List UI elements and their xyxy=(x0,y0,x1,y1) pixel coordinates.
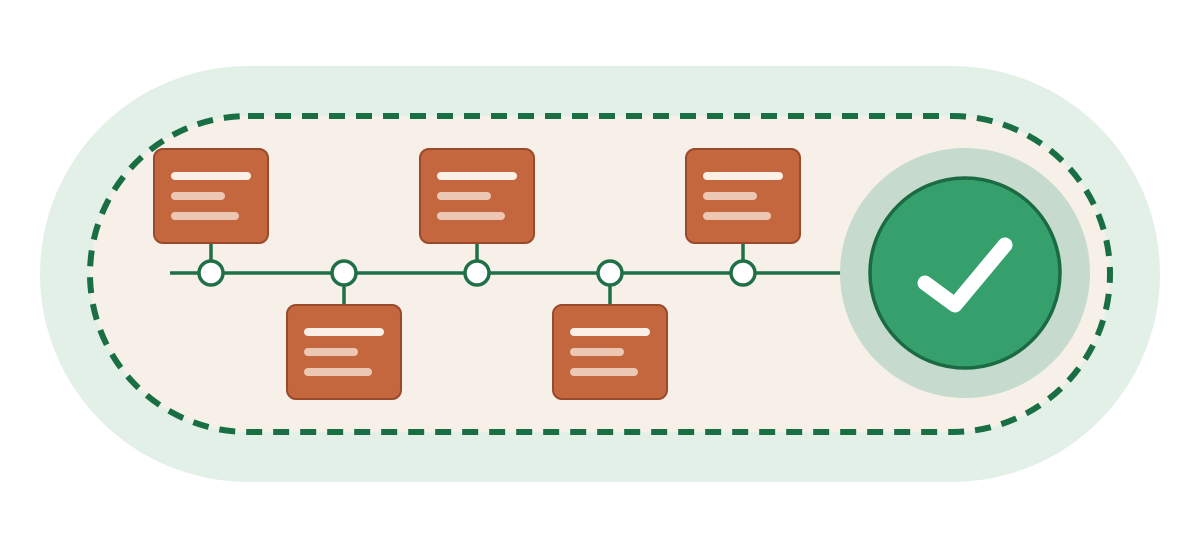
document-card-icon xyxy=(552,304,668,400)
timeline-node-icon xyxy=(463,259,491,287)
completion-badge xyxy=(840,148,1090,398)
timeline-node-icon xyxy=(197,259,225,287)
timeline-steps xyxy=(153,148,801,400)
document-card-icon xyxy=(685,148,801,244)
dashed-boundary xyxy=(87,113,1113,435)
document-card-icon xyxy=(286,304,402,400)
card-text-line xyxy=(437,192,491,200)
card-text-line xyxy=(437,172,517,180)
timeline-step xyxy=(286,259,402,400)
card-text-line xyxy=(304,348,358,356)
timeline-step xyxy=(552,259,668,400)
card-text-line xyxy=(171,172,251,180)
checkmark-icon xyxy=(917,237,1013,313)
document-card-icon xyxy=(153,148,269,244)
card-text-line xyxy=(304,328,384,336)
timeline-step xyxy=(153,148,269,287)
document-card-icon xyxy=(419,148,535,244)
card-text-line xyxy=(171,192,225,200)
card-text-line xyxy=(570,348,624,356)
completion-circle xyxy=(868,176,1062,370)
timeline-step xyxy=(685,148,801,287)
timeline-node-icon xyxy=(330,259,358,287)
card-text-line xyxy=(304,368,372,376)
timeline-step xyxy=(419,148,535,287)
timeline-node-icon xyxy=(596,259,624,287)
card-text-line xyxy=(570,368,638,376)
timeline-node-icon xyxy=(729,259,757,287)
card-text-line xyxy=(570,328,650,336)
card-text-line xyxy=(703,192,757,200)
card-text-line xyxy=(703,212,771,220)
card-text-line xyxy=(437,212,505,220)
card-text-line xyxy=(703,172,783,180)
card-text-line xyxy=(171,212,239,220)
